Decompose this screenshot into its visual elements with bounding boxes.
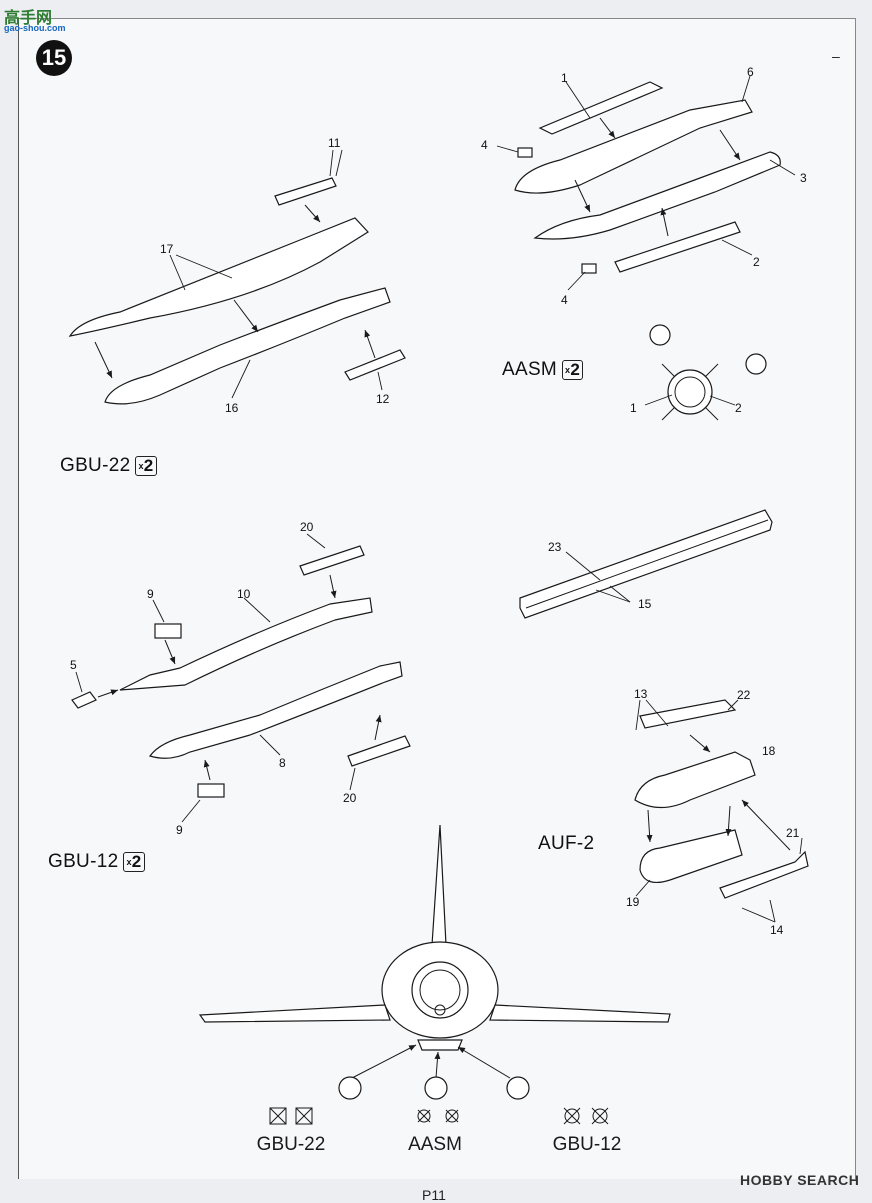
aircraft-rear-view bbox=[198, 824, 671, 1125]
part-number: 16 bbox=[225, 401, 239, 415]
station-label-gbu12: GBU-12 bbox=[552, 1134, 622, 1155]
logo-text: 高手网 bbox=[4, 10, 53, 27]
gbu22-label-text: GBU-22 bbox=[60, 455, 131, 477]
gbu22-part-17 bbox=[68, 217, 369, 337]
aasm-part-4b bbox=[581, 263, 597, 274]
gbu22-station-symbols bbox=[269, 1107, 313, 1125]
part-number: 3 bbox=[800, 171, 807, 185]
gbu12-assembly bbox=[71, 533, 411, 823]
aasm-front-view bbox=[644, 324, 767, 421]
right-wing bbox=[489, 1004, 671, 1023]
part-number: 20 bbox=[300, 520, 314, 534]
gbu22-part-11 bbox=[274, 177, 337, 206]
gbu12-part-20a bbox=[299, 545, 365, 576]
part-number: 9 bbox=[147, 587, 154, 601]
corner-mark: – bbox=[832, 48, 840, 64]
part-number: 22 bbox=[737, 688, 751, 702]
gbu22-part-16 bbox=[104, 287, 391, 405]
part-number: 11 bbox=[328, 136, 341, 150]
part-number: 2 bbox=[753, 255, 760, 269]
logo-url: gao-shou.com bbox=[4, 23, 66, 33]
part-number: 23 bbox=[548, 540, 562, 554]
aasm-part-4a bbox=[517, 147, 533, 158]
gbu12-part-9a bbox=[154, 623, 182, 639]
auf2-part-22 bbox=[639, 699, 737, 729]
aasm-part-6 bbox=[514, 99, 753, 194]
aasm-part-1 bbox=[538, 81, 664, 135]
part-number: 1 bbox=[630, 401, 637, 415]
gbu12-part-5 bbox=[71, 691, 97, 709]
gbu12-station-symbols bbox=[563, 1107, 609, 1125]
aasm-part-3 bbox=[533, 151, 781, 240]
part-number: 2 bbox=[735, 401, 742, 415]
station-label-aasm: AASM bbox=[408, 1134, 462, 1155]
part-number: 9 bbox=[176, 823, 183, 837]
pylon-assembly bbox=[519, 509, 773, 619]
part-number: 10 bbox=[237, 587, 251, 601]
part-number: 15 bbox=[638, 597, 652, 611]
part-number: 5 bbox=[70, 658, 77, 672]
part-number: 19 bbox=[626, 895, 640, 909]
gbu22-part-12 bbox=[344, 349, 406, 381]
vertical-fin bbox=[431, 824, 447, 946]
auf2-assembly bbox=[634, 699, 809, 923]
gbu12-qty-badge: x2 bbox=[123, 852, 145, 872]
aasm-part-2 bbox=[614, 221, 741, 273]
left-wing bbox=[198, 1004, 391, 1023]
part-number: 6 bbox=[747, 65, 754, 79]
site-logo: 高手网 gao-shou.com bbox=[4, 4, 76, 34]
station-label-gbu22: GBU-22 bbox=[256, 1134, 326, 1155]
auf2-part-21 bbox=[719, 850, 809, 899]
gbu12-part-8 bbox=[149, 661, 403, 759]
part-number: 13 bbox=[634, 687, 648, 701]
part-number: 21 bbox=[786, 826, 800, 840]
part-number: 17 bbox=[160, 242, 174, 256]
auf2-label: AUF-2 bbox=[538, 833, 595, 854]
part-number: 1 bbox=[561, 71, 568, 85]
part-number: 14 bbox=[770, 923, 784, 937]
gbu12-part-9b bbox=[197, 783, 225, 798]
part-number: 12 bbox=[376, 392, 390, 406]
page-number: P11 bbox=[422, 1187, 446, 1203]
part-number: 4 bbox=[561, 293, 568, 307]
auf2-part-19 bbox=[639, 829, 743, 883]
part-number: 8 bbox=[279, 756, 286, 770]
gbu22-assembly bbox=[68, 149, 406, 405]
gbu12-part-20b bbox=[347, 735, 411, 767]
part-number: 4 bbox=[481, 138, 488, 152]
gbu12-part-10 bbox=[119, 597, 373, 691]
aasm-station-symbols bbox=[417, 1109, 459, 1123]
aasm-label-text: AASM bbox=[502, 359, 558, 381]
step-number-badge: 15 bbox=[36, 40, 72, 76]
part-number: 20 bbox=[343, 791, 357, 805]
aasm-qty-badge: x2 bbox=[562, 360, 584, 380]
auf2-part-18 bbox=[634, 751, 756, 809]
part-number: 18 bbox=[762, 744, 776, 758]
aasm-assembly bbox=[496, 75, 796, 291]
hobbysearch-watermark: HOBBY SEARCH bbox=[740, 1172, 860, 1188]
gbu22-qty-badge: x2 bbox=[135, 456, 157, 476]
gbu12-label-text: GBU-12 bbox=[48, 851, 119, 873]
